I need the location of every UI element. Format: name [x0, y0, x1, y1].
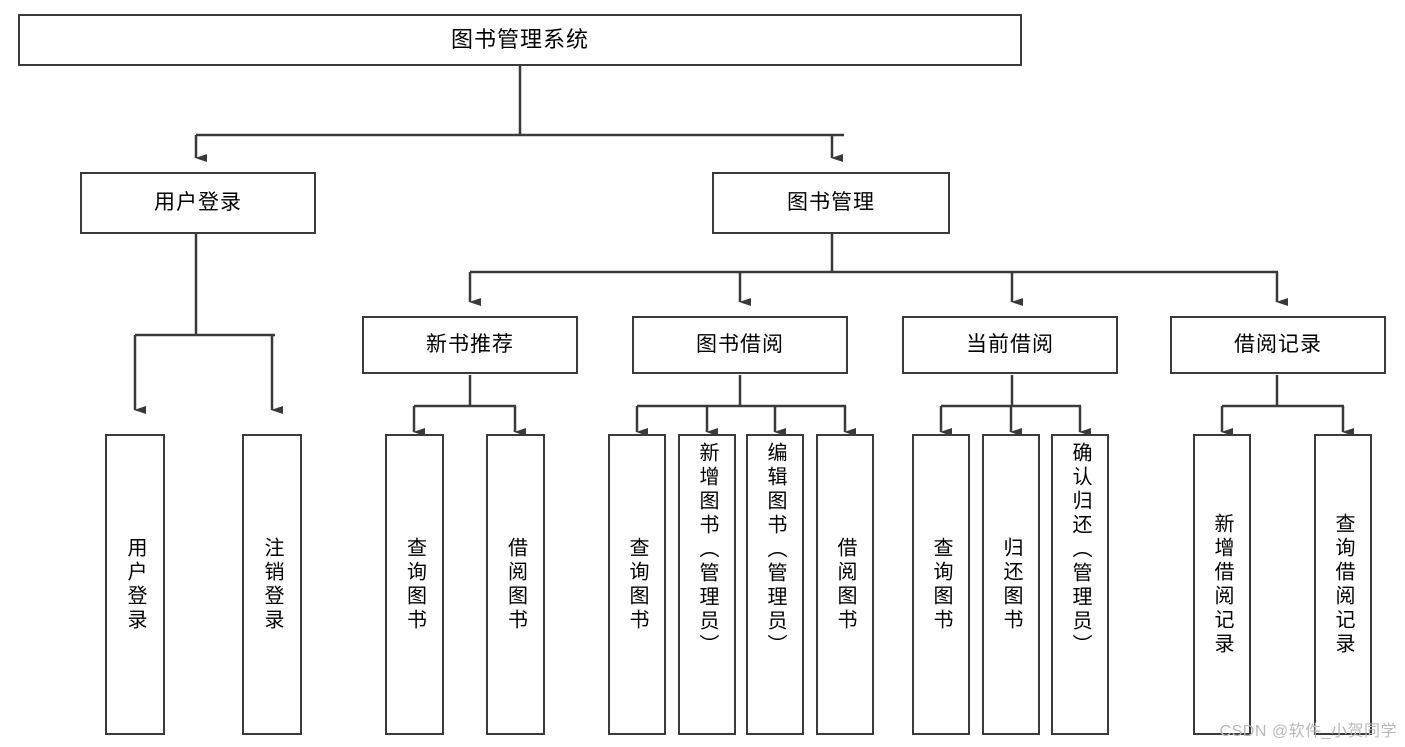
leaf-return-book[interactable]: 归还图书 — [982, 434, 1040, 735]
node-label: 注销登录 — [261, 536, 283, 633]
node-label: 图书管理系统 — [450, 26, 589, 52]
node-label: 查询图书 — [403, 536, 426, 633]
node-label: 借阅记录 — [1234, 333, 1322, 357]
node-new-book-recommend[interactable]: 新书推荐 — [362, 316, 578, 374]
leaf-query-borrow-record[interactable]: 查询借阅记录 — [1314, 434, 1372, 735]
leaf-borrow-book[interactable]: 借阅图书 — [816, 434, 874, 735]
watermark: CSDN @软件_小贺同学 — [1219, 723, 1397, 740]
leaf-logout-login[interactable]: 注销登录 — [242, 434, 302, 735]
node-root-book-management-system[interactable]: 图书管理系统 — [18, 14, 1022, 66]
node-label: 新增借阅记录 — [1211, 512, 1233, 657]
leaf-edit-book-admin[interactable]: 编辑图书（管理员） — [746, 434, 804, 735]
leaf-user-login[interactable]: 用户登录 — [105, 434, 165, 735]
node-book-management[interactable]: 图书管理 — [712, 172, 950, 234]
node-current-borrow[interactable]: 当前借阅 — [902, 316, 1118, 374]
node-label: 确认归还（管理员） — [1069, 442, 1091, 658]
leaf-add-borrow-record[interactable]: 新增借阅记录 — [1193, 434, 1251, 735]
node-label: 查询借阅记录 — [1332, 512, 1354, 657]
node-label: 查询图书 — [626, 536, 648, 633]
node-label: 查询图书 — [930, 536, 952, 633]
node-label: 借阅图书 — [504, 536, 527, 633]
leaf-add-book-admin[interactable]: 新增图书（管理员） — [678, 434, 736, 735]
node-label: 图书管理 — [787, 191, 875, 215]
leaf-borrow-book-recommend[interactable]: 借阅图书 — [486, 434, 545, 735]
node-book-borrow[interactable]: 图书借阅 — [632, 316, 848, 374]
node-label: 归还图书 — [1000, 536, 1022, 633]
leaf-query-book-borrow[interactable]: 查询图书 — [608, 434, 666, 735]
node-label: 用户登录 — [124, 536, 146, 633]
node-label: 用户登录 — [154, 191, 242, 215]
node-label: 编辑图书（管理员） — [764, 442, 786, 658]
node-label: 图书借阅 — [696, 333, 784, 357]
leaf-query-book-current[interactable]: 查询图书 — [912, 434, 970, 735]
leaf-confirm-return-admin[interactable]: 确认归还（管理员） — [1051, 434, 1109, 735]
node-label: 新增图书（管理员） — [696, 442, 718, 658]
node-borrow-record[interactable]: 借阅记录 — [1170, 316, 1386, 374]
node-user-login[interactable]: 用户登录 — [80, 172, 316, 234]
node-label: 新书推荐 — [426, 333, 514, 357]
leaf-query-book-recommend[interactable]: 查询图书 — [385, 434, 444, 735]
node-label: 借阅图书 — [834, 536, 856, 633]
node-label: 当前借阅 — [966, 333, 1054, 357]
